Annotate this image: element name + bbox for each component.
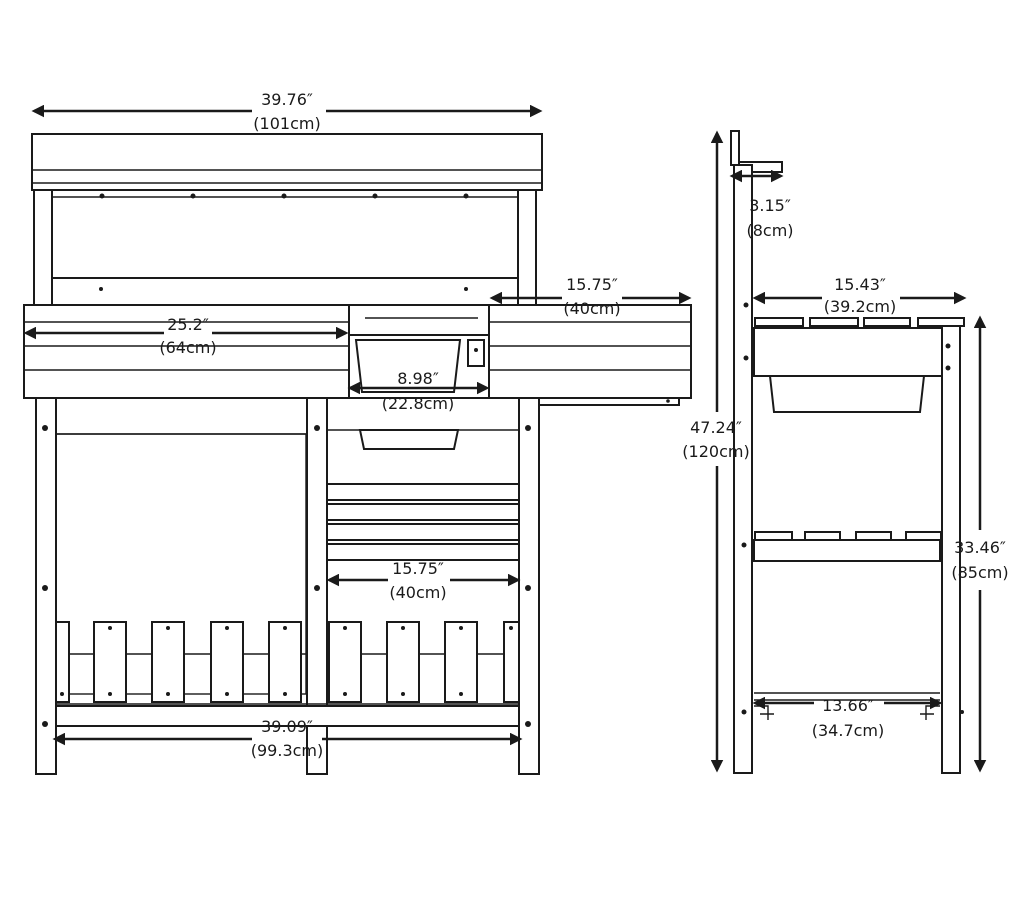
side-middle-shelf (753, 531, 942, 562)
bottom-depth-in: 13.66″ (822, 696, 874, 715)
total-height-in: 47.24″ (690, 418, 742, 437)
side-bottom-rail (754, 692, 964, 720)
right-top-width-in: 15.75″ (566, 275, 618, 294)
left-top-width-in: 25.2″ (167, 315, 209, 334)
side-view: 3.15″ (8cm) 15.43″ (39.2cm) 47.24″ (120c… (682, 130, 1009, 774)
table-height-cm: (85cm) (951, 563, 1008, 582)
bottom-shelf (55, 621, 520, 727)
right-worktop (488, 304, 692, 406)
side-top-slats (754, 317, 965, 327)
left-top-width-cm: (64cm) (159, 338, 216, 357)
base-width-cm: (99.3cm) (251, 741, 324, 760)
front-view: 39.76″ (101cm) 25.2″ (64cm) 15.75″ (40cm… (23, 90, 692, 775)
sink-width-in: 8.98″ (397, 369, 439, 388)
base-width-in: 39.09″ (261, 717, 313, 736)
sink-width-cm: (22.8cm) (382, 394, 455, 413)
top-depth-cm: (39.2cm) (824, 297, 897, 316)
side-apron-sink (753, 327, 951, 413)
left-worktop (23, 304, 350, 399)
total-height-cm: (120cm) (682, 442, 749, 461)
bottom-depth-cm: (34.7cm) (812, 721, 885, 740)
side-back-post (730, 130, 783, 774)
overall-width-in: 39.76″ (261, 90, 313, 109)
lower-shelf-width-in: 15.75″ (392, 559, 444, 578)
side-dimension-lines (710, 130, 987, 773)
upper-back-frame (33, 189, 537, 306)
table-height-in: 33.46″ (954, 538, 1006, 557)
middle-slatted-shelf (326, 483, 520, 561)
top-shelf (31, 133, 543, 191)
overall-width-cm: (101cm) (253, 114, 320, 133)
top-depth-in: 15.43″ (834, 275, 886, 294)
lower-shelf-width-cm: (40cm) (389, 583, 446, 602)
back-depth-in: 3.15″ (749, 196, 791, 215)
back-depth-cm: (8cm) (746, 221, 793, 240)
right-top-width-cm: (40cm) (563, 299, 620, 318)
front-dimension-lines (23, 104, 692, 746)
